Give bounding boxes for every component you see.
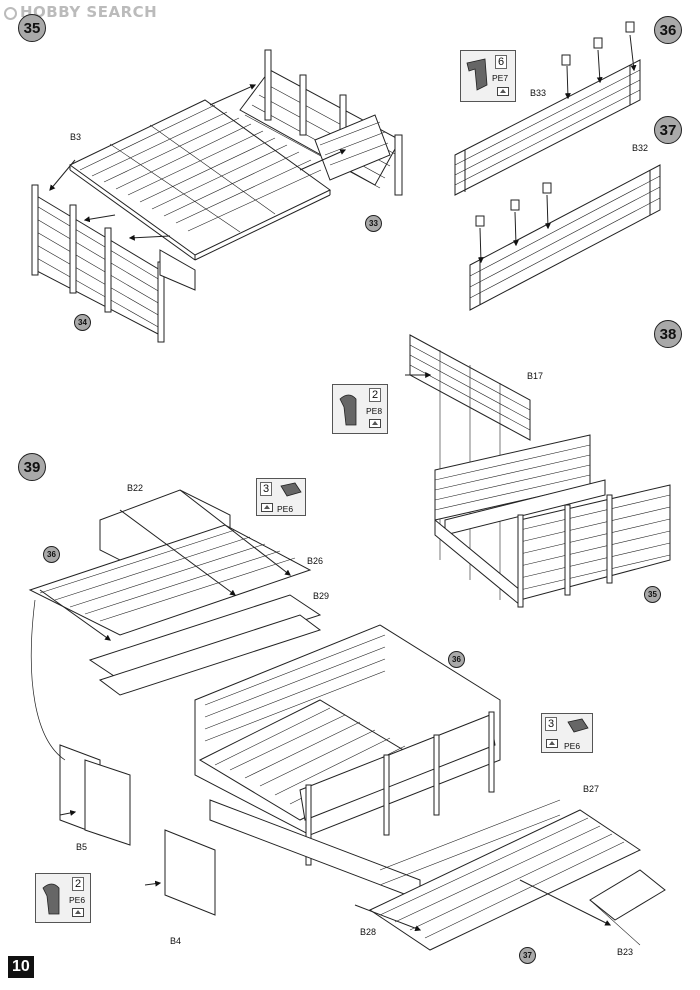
- ref-34-text: 34: [78, 318, 87, 327]
- ref-circle-33: 33: [365, 215, 382, 232]
- label-b33: B33: [530, 88, 547, 98]
- ref-36-left-text: 36: [47, 550, 56, 559]
- step39-upper-panels-drawing: [28, 489, 322, 696]
- callout-pe6-left: 2 PE6: [35, 873, 91, 923]
- ref-36-right-text: 36: [452, 655, 461, 664]
- watermark-logo: HOBBY SEARCH: [4, 3, 157, 21]
- step39-lower-panels-drawing: [30, 599, 666, 951]
- callout-pe7: 6 PE7: [460, 50, 516, 102]
- label-b4: B4: [170, 936, 182, 946]
- label-b17: B17: [527, 371, 544, 381]
- step-35-badge: 35: [18, 14, 46, 42]
- pe7-part-icon: [466, 58, 488, 91]
- pe-sheet-icon: [261, 503, 273, 512]
- step-36-badge: 36: [654, 16, 682, 44]
- step39-main-body-drawing: [194, 624, 501, 901]
- ref-33-text: 33: [369, 219, 378, 228]
- pe-sheet-icon: [497, 87, 509, 96]
- pe6-part-icon: [42, 883, 60, 915]
- label-b3: B3: [70, 132, 82, 142]
- ref-circle-37: 37: [519, 947, 536, 964]
- pe-sheet-icon: [72, 908, 84, 917]
- pe7-quantity: 6: [495, 55, 508, 69]
- ref-circle-36-right: 36: [448, 651, 465, 668]
- panel-b33-drawing: [454, 21, 641, 196]
- pe-sheet-icon: [546, 739, 558, 748]
- side-panel-34-drawing: [31, 184, 196, 343]
- watermark-text: HOBBY SEARCH: [20, 3, 158, 21]
- pe8-part-icon: [339, 394, 357, 426]
- label-b5: B5: [76, 842, 88, 852]
- callout-pe8: 2 PE8: [332, 384, 388, 434]
- side-panel-33-drawing: [239, 49, 403, 196]
- pe6-part-icon: [567, 718, 589, 733]
- ref-37-text: 37: [523, 951, 532, 960]
- label-b32: B32: [632, 143, 649, 153]
- step-37-badge: 37: [654, 116, 682, 144]
- logo-ring-icon: [4, 7, 17, 20]
- pe6-right-quantity: 3: [545, 717, 558, 731]
- label-b28: B28: [360, 927, 377, 937]
- pe6-left-part-number: PE6: [69, 895, 86, 905]
- label-b29: B29: [313, 591, 330, 601]
- label-b26: B26: [307, 556, 324, 566]
- pe6-top-quantity: 3: [260, 482, 273, 496]
- ref-circle-34: 34: [74, 314, 91, 331]
- callout-pe6-top: 3 PE6: [256, 478, 306, 516]
- pe6-part-icon: [280, 482, 302, 497]
- callout-pe6-right: 3 PE6: [541, 713, 593, 753]
- ref-circle-35: 35: [644, 586, 661, 603]
- panel-b32-drawing: [469, 164, 661, 311]
- step38-assembly-drawing: [405, 334, 671, 608]
- step-38-badge: 38: [654, 320, 682, 348]
- label-b22: B22: [127, 483, 144, 493]
- pe-sheet-icon: [369, 419, 381, 428]
- ref-35-text: 35: [648, 590, 657, 599]
- label-b23: B23: [617, 947, 634, 957]
- step-36-number: 36: [659, 21, 677, 39]
- ref-circle-36-left: 36: [43, 546, 60, 563]
- page-number: 10: [8, 956, 34, 978]
- step-39-badge: 39: [18, 453, 46, 481]
- pe6-right-part-number: PE6: [564, 741, 581, 751]
- step-38-number: 38: [659, 325, 677, 343]
- pe7-part-number: PE7: [492, 73, 509, 83]
- pe8-quantity: 2: [369, 388, 382, 402]
- pe8-part-number: PE8: [366, 406, 383, 416]
- step-39-number: 39: [23, 458, 41, 476]
- step-37-number: 37: [659, 121, 677, 139]
- step35-arrows: [49, 84, 347, 241]
- floor-b3-drawing: [69, 99, 331, 261]
- step-35-number: 35: [23, 19, 41, 37]
- pe6-top-part-number: PE6: [277, 504, 294, 514]
- pe6-left-quantity: 2: [72, 877, 85, 891]
- label-b27: B27: [583, 784, 600, 794]
